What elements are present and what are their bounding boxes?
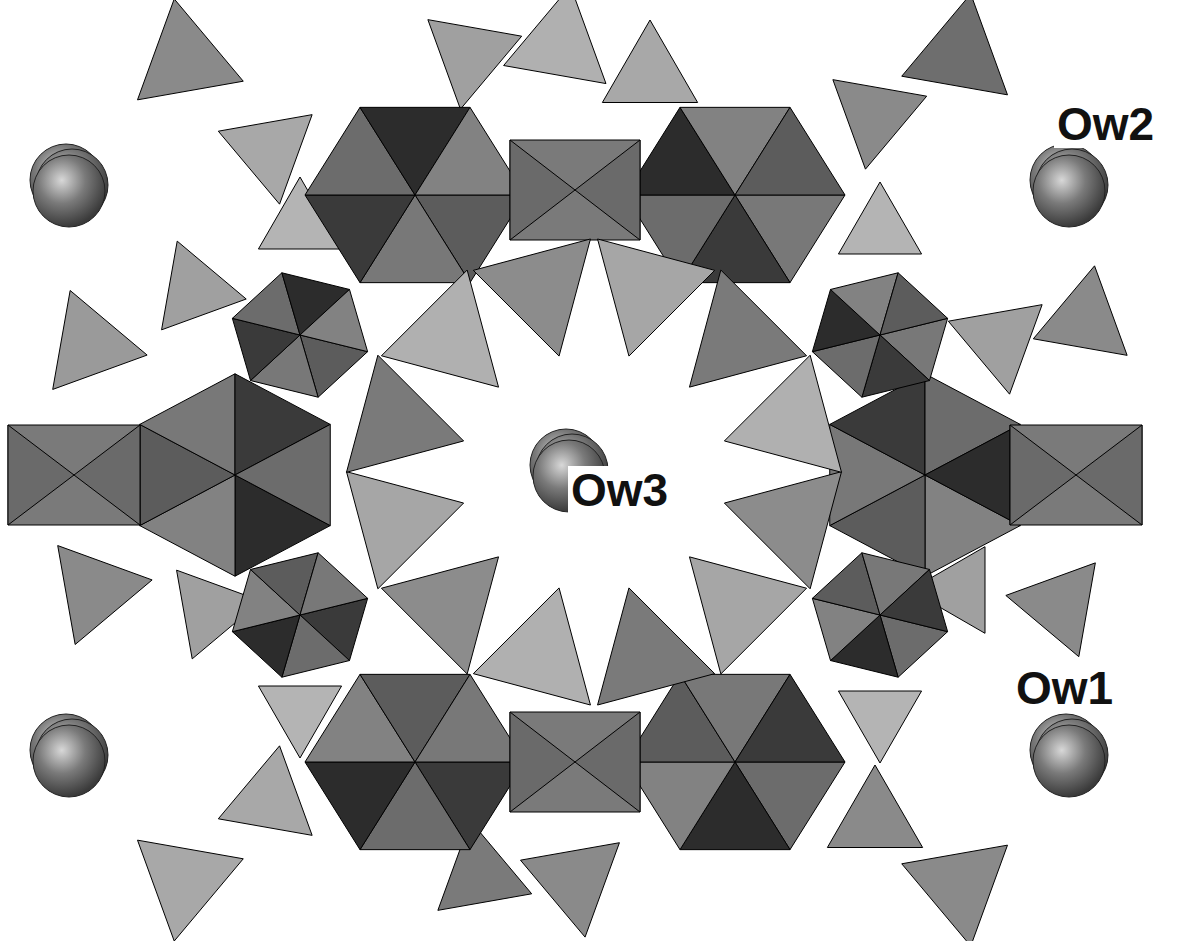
tetrahedron [1006,563,1096,657]
tetrahedron [346,472,463,589]
octahedron-facet [305,195,415,283]
tetrahedron [833,80,927,170]
octahedron-facet [415,674,525,762]
tetrahedron [689,557,806,674]
water-sphere-shell [33,725,105,797]
octahedron-facet [575,712,640,812]
water-sphere [30,714,108,797]
octahedron-facet [1010,425,1142,525]
outer-tetrahedra [53,0,1127,941]
octahedron-facet [300,553,368,615]
octahedron-facet [74,425,140,525]
octahedron-facet [510,140,640,240]
tetrahedron [520,843,619,937]
octahedron-facet [235,424,330,525]
tetrahedron [381,270,498,387]
octahedron-facet [510,712,575,812]
water-label: Ow3 [568,466,671,514]
octahedron-facet [735,674,845,762]
octahedron-facet [8,425,140,525]
water-label: Ow2 [1054,100,1157,148]
tetrahedron [902,845,1008,941]
tetrahedron [948,305,1042,395]
octahedron-facet [1076,425,1142,525]
water-sphere-shell [1033,725,1105,797]
inner-tetrahedra [346,239,841,705]
tetrahedron [1033,266,1127,356]
octahedron-facet [510,712,640,812]
tetrahedron [381,557,498,674]
octahedron-facet [415,107,525,195]
water-molecules [30,144,1108,797]
octahedron-facet [1010,425,1076,525]
octahedron-facet [510,140,575,240]
tetrahedron [504,0,606,84]
tetrahedron [218,746,312,836]
octahedron-facet [880,569,948,631]
tetrahedron [838,691,921,763]
octahedron-facet [575,140,640,240]
tetrahedron [724,355,841,472]
tetrahedron [473,588,590,705]
octahedron-facet [8,425,74,525]
tetrahedron [138,840,244,941]
water-sphere-shell [1033,155,1105,227]
tetrahedron [598,588,715,705]
tetrahedron [598,239,715,356]
water-sphere [1030,144,1108,227]
octahedron-facet [305,762,415,850]
octahedra [8,107,1142,849]
water-sphere [1030,714,1108,797]
water-sphere [30,144,108,227]
tetrahedron [162,241,247,330]
octahedron-facet [735,107,845,195]
octahedron-facet [300,289,368,351]
tetrahedron [138,0,244,100]
tetrahedron [473,239,590,356]
octahedron-facet [925,424,1020,525]
tetrahedron [827,765,922,848]
tetrahedron [838,182,921,254]
tetrahedron [902,0,1008,95]
octahedron-facet [625,762,735,850]
tetrahedron [58,546,152,645]
water-label: Ow1 [1013,664,1116,712]
tetrahedron [53,290,147,389]
octahedron-facet [880,273,948,335]
octahedron-facet [140,374,235,475]
tetrahedron [689,270,806,387]
tetrahedron [602,20,697,103]
water-sphere-shell [33,155,105,227]
